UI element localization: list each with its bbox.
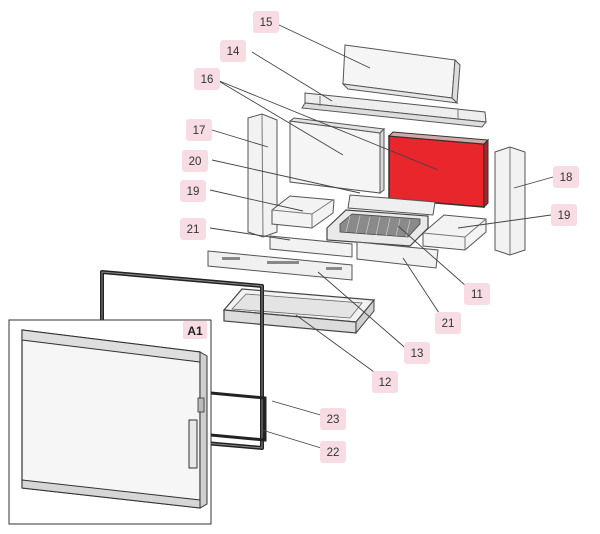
callout-23: 23 (320, 408, 346, 430)
callout-13: 13 (404, 342, 430, 364)
callout-20: 20 (182, 150, 208, 172)
part-19-floor-brick-left[interactable] (271, 195, 335, 229)
callout-15-text: 15 (260, 17, 273, 29)
part-13-front-plate[interactable] (207, 250, 353, 281)
callout-16: 16 (194, 68, 220, 90)
callout-20-text: 20 (189, 156, 202, 168)
callout-11: 11 (464, 283, 490, 305)
callout-17: 17 (186, 119, 212, 141)
part-12-ash-tray[interactable] (222, 288, 376, 335)
callout-15: 15 (253, 11, 279, 33)
callout-22: 22 (320, 441, 346, 463)
callout-21-left-text: 21 (187, 224, 200, 236)
callout-12-text: 12 (379, 377, 392, 389)
callout-21-right: 21 (435, 312, 461, 334)
callout-21-left: 21 (180, 218, 206, 240)
part-16-rear-brick-left[interactable] (288, 117, 386, 194)
callout-14-text: 14 (227, 46, 240, 58)
part-11-grate[interactable] (326, 209, 429, 247)
callout-16-text: 16 (201, 74, 214, 86)
inset-label: A1 (187, 324, 203, 338)
part-18-right-brick[interactable] (494, 146, 526, 256)
callout-23-text: 23 (327, 414, 340, 426)
callout-19-left-text: 19 (187, 186, 200, 198)
part-19-floor-brick-right[interactable] (422, 214, 487, 251)
callout-12: 12 (372, 371, 398, 393)
callout-19-right: 19 (551, 204, 577, 226)
callout-13-text: 13 (411, 348, 424, 360)
part-14-bar[interactable] (301, 92, 487, 128)
callout-18: 18 (553, 166, 579, 188)
callout-19-left: 19 (180, 180, 206, 202)
callout-14: 14 (220, 40, 246, 62)
callout-17-text: 17 (193, 125, 206, 137)
callout-11-text: 11 (471, 289, 483, 301)
part-17-left-brick[interactable] (247, 113, 278, 238)
part-21-front-brick-left[interactable] (269, 235, 353, 258)
callout-19-right-text: 19 (558, 210, 571, 222)
callout-21-right-text: 21 (442, 318, 455, 330)
callout-18-text: 18 (560, 172, 573, 184)
inset-a1-door: A1 (8, 319, 212, 525)
leader-lines (209, 23, 554, 452)
part-20-strip[interactable] (347, 194, 436, 216)
part-15-baffle[interactable] (341, 44, 461, 105)
part-16-rear-brick-highlighted[interactable] (387, 131, 490, 209)
door-panel[interactable] (21, 329, 208, 509)
part-21-front-brick-right[interactable] (356, 241, 439, 269)
callout-22-text: 22 (327, 447, 340, 459)
